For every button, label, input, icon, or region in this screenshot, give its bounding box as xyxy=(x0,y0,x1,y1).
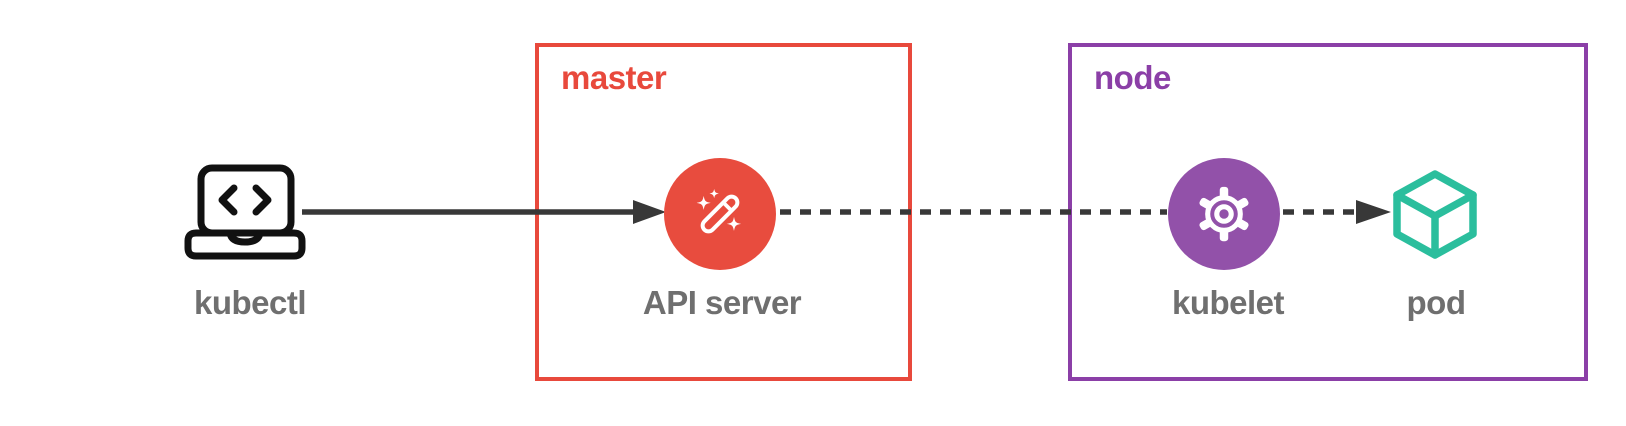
api-server-node xyxy=(664,158,776,270)
kubectl-label: kubectl xyxy=(193,284,307,321)
kubelet-node xyxy=(1168,158,1280,270)
node-group-box: node xyxy=(1068,43,1588,381)
api-server-label: API server xyxy=(642,284,802,321)
laptop-code-icon xyxy=(184,164,306,260)
magic-wand-icon xyxy=(696,188,741,234)
node-group-label: node xyxy=(1094,59,1171,96)
pod-label: pod xyxy=(1406,284,1466,321)
kubelet-label: kubelet xyxy=(1171,284,1285,321)
cube-icon xyxy=(1393,170,1477,259)
master-group-label: master xyxy=(561,59,667,96)
gear-icon xyxy=(1199,186,1249,242)
